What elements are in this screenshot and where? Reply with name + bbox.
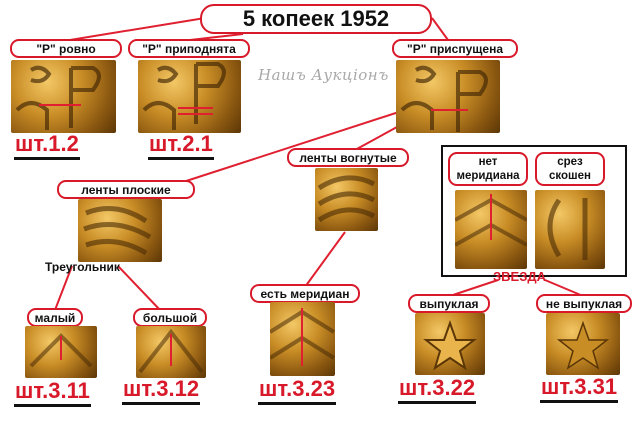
code-3-22: шт.3.22	[398, 376, 477, 404]
coin-image-r-raised	[138, 60, 241, 133]
connector-star-notconvex	[544, 279, 584, 297]
code-3-23: шт.3.23	[258, 377, 337, 405]
code-1-2: шт.1.2	[14, 132, 80, 160]
label-large: большой	[133, 308, 207, 327]
label-has-meridian: есть меридиан	[250, 284, 360, 303]
code-3-31: шт.3.31	[540, 375, 619, 403]
page-title: 5 копеек 1952	[200, 4, 432, 34]
coin-image-star-not-convex	[546, 313, 620, 375]
label-r-even: "Р" ровно	[10, 39, 122, 58]
label-ribbons-concave: ленты вогнутые	[287, 148, 409, 167]
coin-image-small-triangle	[25, 326, 97, 378]
coin-image-ribbons-flat	[78, 199, 162, 262]
coin-image-no-meridian	[455, 190, 527, 269]
connector-star-convex	[449, 279, 499, 297]
label-convex: выпуклая	[408, 294, 490, 313]
connector-concave-meridian	[304, 231, 346, 288]
label-r-lowered: "Р" приспущена	[392, 39, 518, 58]
code-2-1: шт.2.1	[148, 132, 214, 160]
label-triangle: Треугольник	[45, 260, 120, 274]
coin-image-ribbons-concave	[315, 168, 378, 231]
coin-image-cut-slanted	[535, 190, 605, 269]
coin-image-star-convex	[415, 313, 485, 375]
code-3-11: шт.3.11	[14, 379, 91, 407]
coin-image-has-meridian	[270, 302, 335, 376]
code-3-12: шт.3.12	[122, 377, 201, 405]
coin-image-r-even	[11, 60, 116, 133]
label-r-raised: "Р" приподнята	[128, 39, 250, 58]
label-star: ЗВЕЗДА	[493, 269, 546, 284]
coin-image-r-lowered	[396, 60, 500, 133]
connector-triangle-large	[117, 265, 161, 311]
label-ribbons-flat: ленты плоские	[57, 180, 195, 199]
label-small: малый	[27, 308, 83, 327]
connector-triangle-small	[54, 265, 73, 311]
coin-image-large-triangle	[136, 326, 206, 378]
connector-lowered-flat	[179, 109, 406, 184]
connector-title-r-even	[69, 17, 206, 41]
connector-title-r-lowered	[431, 17, 449, 41]
label-no-meridian: нет меридиана	[448, 152, 528, 186]
label-not-convex: не выпуклая	[536, 294, 632, 313]
label-cut-slanted: срез скошен	[535, 152, 605, 186]
watermark: Нашъ Аукціонъ	[258, 66, 389, 84]
